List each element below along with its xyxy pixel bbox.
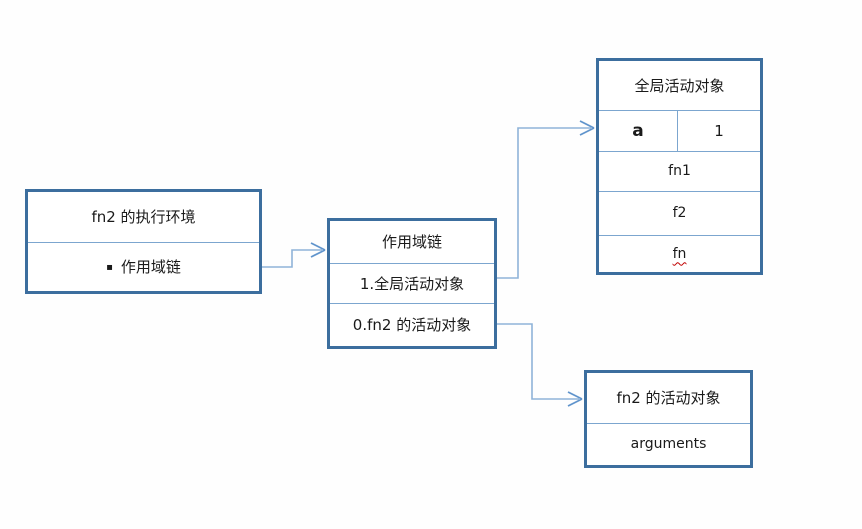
execution-context-item-label: 作用域链 (120, 258, 181, 276)
global-row-fn-label: fn (672, 245, 687, 262)
fn2-row-arguments: arguments (587, 423, 750, 465)
global-activation-object-box: 全局活动对象 a 1 fn1 f2 fn (596, 58, 763, 275)
variable-value-cell: 1 (714, 122, 724, 140)
connector-execution-to-scope-chain (261, 242, 326, 268)
connector-scope-chain-to-global-object (496, 120, 595, 279)
execution-context-title: fn2 的执行环境 (91, 208, 196, 226)
variable-row: a 1 (599, 110, 760, 151)
execution-context-box: fn2 的执行环境 ▪ 作用域链 (25, 189, 262, 294)
scope-chain-box: 作用域链 1.全局活动对象 0.fn2 的活动对象 (327, 218, 497, 349)
global-activation-object-title: 全局活动对象 (634, 76, 725, 95)
global-row-fn: fn (599, 235, 760, 272)
fn2-activation-object-box: fn2 的活动对象 arguments (584, 370, 753, 468)
scope-chain-row-fn2: 0.fn2 的活动对象 (330, 303, 494, 346)
execution-context-item-row: ▪ 作用域链 (28, 242, 259, 291)
variable-name-cell: a (599, 111, 678, 151)
bullet-icon: ▪ (106, 262, 113, 273)
global-row-fn1: fn1 (599, 151, 760, 191)
scope-chain-title: 作用域链 (381, 233, 442, 251)
connector-scope-chain-to-fn2-object (496, 323, 583, 407)
global-row-f2: f2 (599, 191, 760, 235)
fn2-activation-object-title: fn2 的活动对象 (616, 389, 721, 407)
scope-chain-row-global: 1.全局活动对象 (330, 263, 494, 303)
